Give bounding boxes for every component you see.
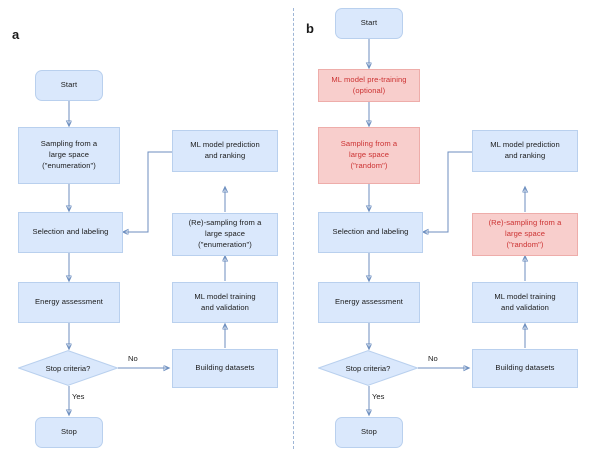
node-stop-criteria[interactable]: Stop criteria? [318, 350, 418, 386]
node-ml-model-pre-training[interactable]: ML model pre-training (optional) [318, 69, 420, 102]
node-stop-criteria[interactable]: Stop criteria? [18, 350, 118, 386]
node-ml-model-training[interactable]: ML model training and validation [172, 282, 278, 323]
panel-b-label: b [306, 21, 314, 36]
edge-label-no: No [128, 354, 138, 363]
panel-a: a [0, 0, 297, 457]
node-resampling[interactable]: (Re)-sampling from a large space ("enume… [172, 213, 278, 256]
panel-b: b [297, 0, 594, 457]
node-energy-assessment[interactable]: Energy assessment [18, 282, 120, 323]
node-building-datasets[interactable]: Building datasets [172, 349, 278, 388]
node-start[interactable]: Start [335, 8, 403, 39]
node-sampling[interactable]: Sampling from a large space ("enumeratio… [18, 127, 120, 184]
node-ml-model-training[interactable]: ML model training and validation [472, 282, 578, 323]
node-stop[interactable]: Stop [335, 417, 403, 448]
node-stop[interactable]: Stop [35, 417, 103, 448]
edge-label-no: No [428, 354, 438, 363]
node-building-datasets[interactable]: Building datasets [472, 349, 578, 388]
panel-a-label: a [12, 27, 20, 42]
edge-label-yes: Yes [372, 392, 385, 401]
node-resampling[interactable]: (Re)-sampling from a large space ("rando… [472, 213, 578, 256]
node-selection-and-labeling[interactable]: Selection and labeling [18, 212, 123, 253]
node-sampling[interactable]: Sampling from a large space ("random") [318, 127, 420, 184]
node-ml-model-prediction[interactable]: ML model prediction and ranking [472, 130, 578, 172]
node-selection-and-labeling[interactable]: Selection and labeling [318, 212, 423, 253]
panel-divider [293, 8, 294, 449]
node-energy-assessment[interactable]: Energy assessment [318, 282, 420, 323]
edge-label-yes: Yes [72, 392, 85, 401]
node-ml-model-prediction[interactable]: ML model prediction and ranking [172, 130, 278, 172]
node-start[interactable]: Start [35, 70, 103, 101]
